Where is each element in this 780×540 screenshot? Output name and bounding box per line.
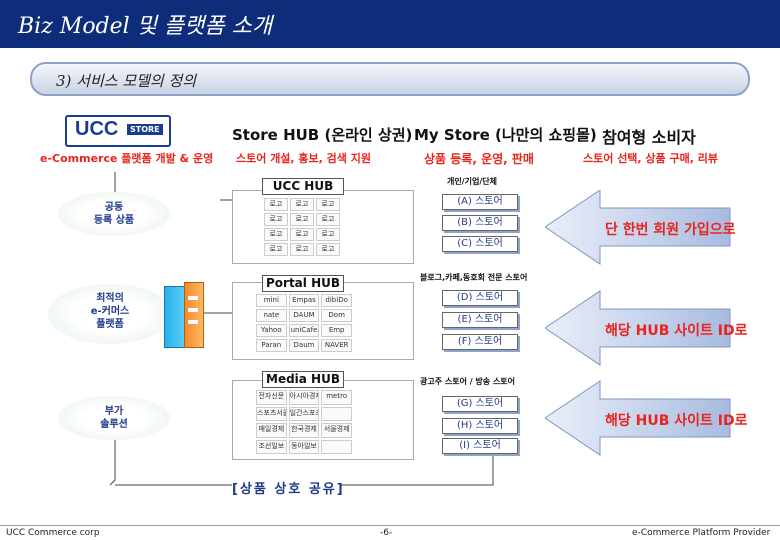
partner-logo: DAUM [289,309,320,322]
category-line: 최적의 [48,292,172,305]
store-box: (G) 스토어 [442,396,518,412]
partner-logo [321,440,352,455]
partner-logo: Yahoo [256,324,287,337]
store-box: (E) 스토어 [442,312,518,328]
share-label: [상품 상호 공유] [232,478,345,497]
partner-logo: Dom [321,309,352,322]
category-label: 최적의 e-커머스 플랫폼 [48,292,172,331]
category-line: 부가 [58,405,170,418]
store-box: (B) 스토어 [442,215,518,231]
arrow-label: 단 한번 회원 가입으로 [605,219,736,239]
partner-logo: 서울경제 [321,423,352,438]
category-line: 등록 상품 [58,214,170,227]
partner-logo: Paran [256,339,287,352]
partner-logo: 로고 [264,213,288,226]
store-box: (H) 스토어 [442,418,518,434]
hub-title: Media HUB [262,371,344,388]
partner-logo: 로고 [290,213,314,226]
partner-logo: 로고 [316,228,340,241]
category-line: e-커머스 [48,305,172,318]
partner-logo: dibiDo [321,294,352,307]
partner-logo: 전자신문 [256,390,287,405]
category-line: 플랫폼 [48,318,172,331]
partner-logo: 조선일보 [256,440,287,455]
partner-logo: 스포츠서울 [256,407,287,422]
partner-logo: 일간스포츠 [289,407,320,422]
partner-logo: Daum [289,339,320,352]
partner-logo: 로고 [316,213,340,226]
arrow-label: 해당 HUB 사이트 ID로 [605,320,748,340]
store-box: (F) 스토어 [442,334,518,350]
store-box: (D) 스토어 [442,290,518,306]
hub-title: Portal HUB [262,275,344,292]
footer-right: e-Commerce Platform Provider [632,528,770,538]
partner-logo [321,407,352,422]
category-label: 부가 솔루션 [58,405,170,431]
store-box: (A) 스토어 [442,194,518,210]
hub-group-label: 광고주 스토어 / 방송 스토어 [420,376,515,387]
partner-logo: 로고 [316,198,340,211]
footer-left: UCC Commerce corp [6,528,100,538]
partner-logo: 로고 [316,243,340,256]
partner-logo: nate [256,309,287,322]
hub-group-label: 블로그,카페,동호회 전문 스토어 [420,272,527,283]
store-box: (C) 스토어 [442,236,518,252]
partner-logo: 로고 [264,243,288,256]
category-line: 솔루션 [58,418,170,431]
hub-logo-grid: 전자신문 아시아경제 metro 스포츠서울 일간스포츠 매일경제 한국경제 서… [256,390,352,454]
partner-logo: 로고 [290,198,314,211]
hub-group-label: 개인/기업/단체 [447,176,497,187]
arrow-label: 해당 HUB 사이트 ID로 [605,410,748,430]
partner-logo: 로고 [290,228,314,241]
page-number: -6- [380,528,392,538]
partner-logo: NAVER [321,339,352,352]
partner-logo: 동아일보 [289,440,320,455]
partner-logo: 로고 [264,228,288,241]
server-icon [164,282,202,348]
partner-logo: 아시아경제 [289,390,320,405]
partner-logo: Emp [321,324,352,337]
hub-logo-grid: mini Empas dibiDo nate DAUM Dom Yahoo un… [256,294,352,352]
category-line: 공동 [58,201,170,214]
hub-logo-grid: 로고 로고 로고 로고 로고 로고 로고 로고 로고 로고 로고 로고 [264,198,340,256]
hub-title: UCC HUB [262,178,344,195]
store-box: (I) 스토어 [442,438,518,454]
partner-logo: uniCafe [289,324,320,337]
partner-logo: 매일경제 [256,423,287,438]
partner-logo: mini [256,294,287,307]
partner-logo: 로고 [290,243,314,256]
footer-divider [0,525,780,526]
partner-logo: Empas [289,294,320,307]
partner-logo: 로고 [264,198,288,211]
partner-logo: 한국경제 [289,423,320,438]
partner-logo: metro [321,390,352,405]
category-label: 공동 등록 상품 [58,201,170,227]
